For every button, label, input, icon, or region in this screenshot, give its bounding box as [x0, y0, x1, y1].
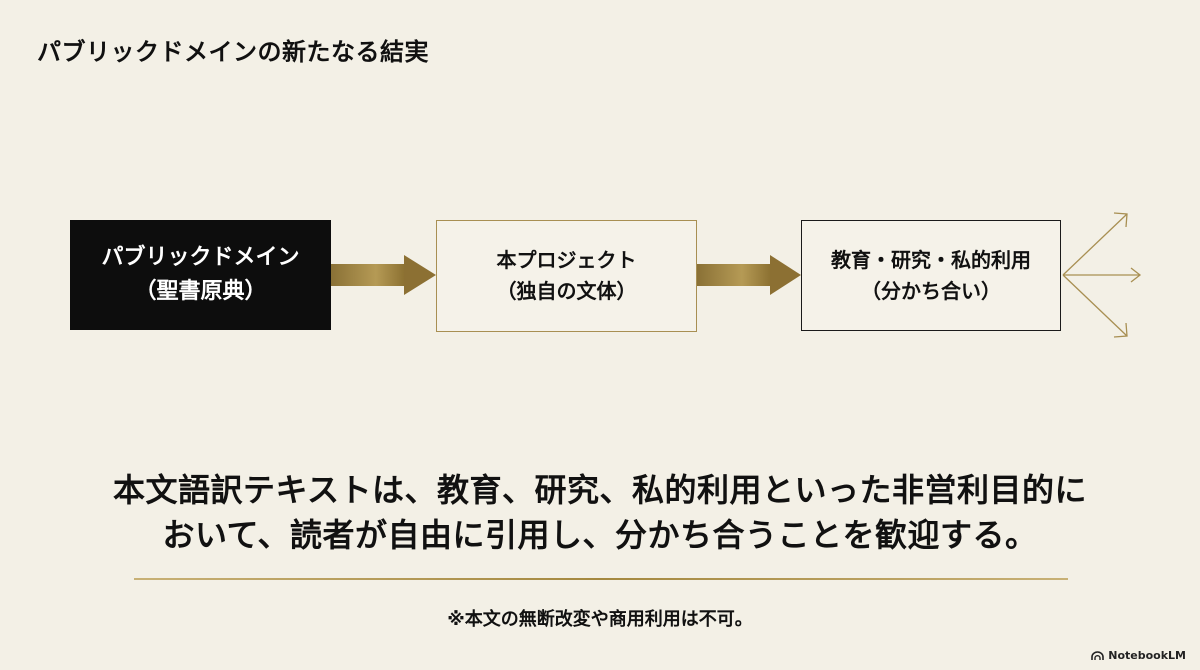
- notebooklm-logo-icon: [1091, 650, 1105, 660]
- arrow-1: [331, 255, 436, 295]
- public-domain-label: パブリックドメイン: [101, 244, 300, 270]
- usage-label: 教育・研究・私的利用: [831, 247, 1031, 272]
- usage-box: 教育・研究・私的利用 （分かち合い）: [801, 220, 1061, 331]
- watermark-label: NotebookLM: [1108, 649, 1186, 662]
- statement-line-1: 本文語訳テキストは、教育、研究、私的利用といった非営利目的に: [112, 471, 1088, 509]
- usage-note: ※本文の無断改変や商用利用は不可。: [447, 609, 753, 630]
- arrow-2: [697, 255, 801, 295]
- statement-line-2: おいて、読者が自由に引用し、分かち合うことを歓迎する。: [162, 516, 1038, 554]
- project-label: 本プロジェクト: [496, 248, 637, 272]
- gold-divider: [134, 578, 1068, 580]
- fan-out-arrows: [1062, 212, 1142, 338]
- notebooklm-watermark: NotebookLM: [1091, 649, 1186, 662]
- public-domain-box: パブリックドメイン （聖書原典）: [70, 220, 331, 330]
- usage-sublabel: （分かち合い）: [861, 278, 1001, 303]
- public-domain-sublabel: （聖書原典）: [134, 279, 267, 304]
- project-sublabel: （独自の文体）: [496, 279, 637, 303]
- project-box: 本プロジェクト （独自の文体）: [436, 220, 697, 332]
- slide-title: パブリックドメインの新たなる結実: [37, 38, 429, 66]
